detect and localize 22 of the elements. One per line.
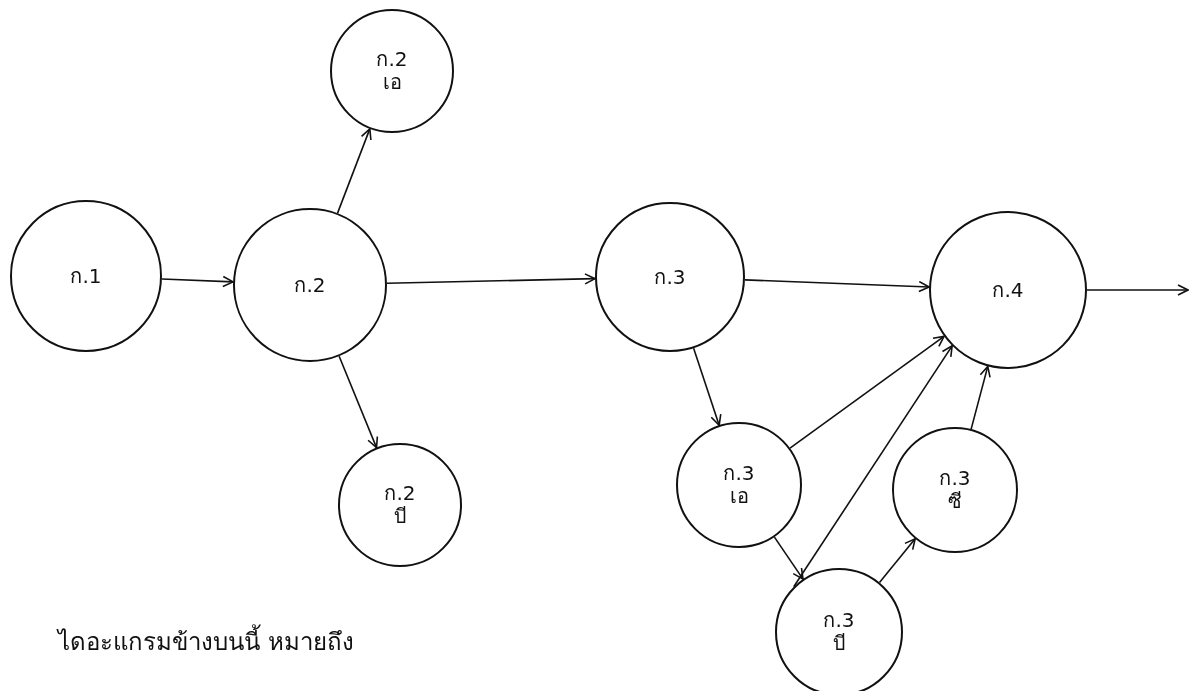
- arrow: [773, 536, 804, 580]
- arrow: [1086, 284, 1189, 296]
- arrow: [789, 335, 945, 449]
- node-label: ก.3 เอ: [722, 462, 756, 508]
- arrow: [161, 275, 234, 288]
- node-label: ก.2: [294, 273, 326, 297]
- arrow: [336, 128, 372, 214]
- arrow: [386, 273, 596, 285]
- arrow: [692, 347, 722, 426]
- node-label: ก.3: [654, 265, 686, 289]
- node-label: ก.3 บี: [822, 609, 856, 655]
- node-label: ก.3 ซี: [938, 467, 972, 513]
- arrow: [792, 345, 953, 588]
- arrow: [878, 538, 916, 584]
- node-label: ก.2 บี: [383, 482, 417, 528]
- arrow: [744, 279, 930, 293]
- arrow: [970, 365, 991, 430]
- arrow: [338, 355, 379, 449]
- node-label: ก.4: [992, 278, 1024, 302]
- node-label: ก.1: [70, 264, 102, 288]
- caption-text: ไดอะแกรมข้างบนนี้ หมายถึง: [58, 622, 354, 661]
- node-label: ก.2 เอ: [375, 48, 409, 94]
